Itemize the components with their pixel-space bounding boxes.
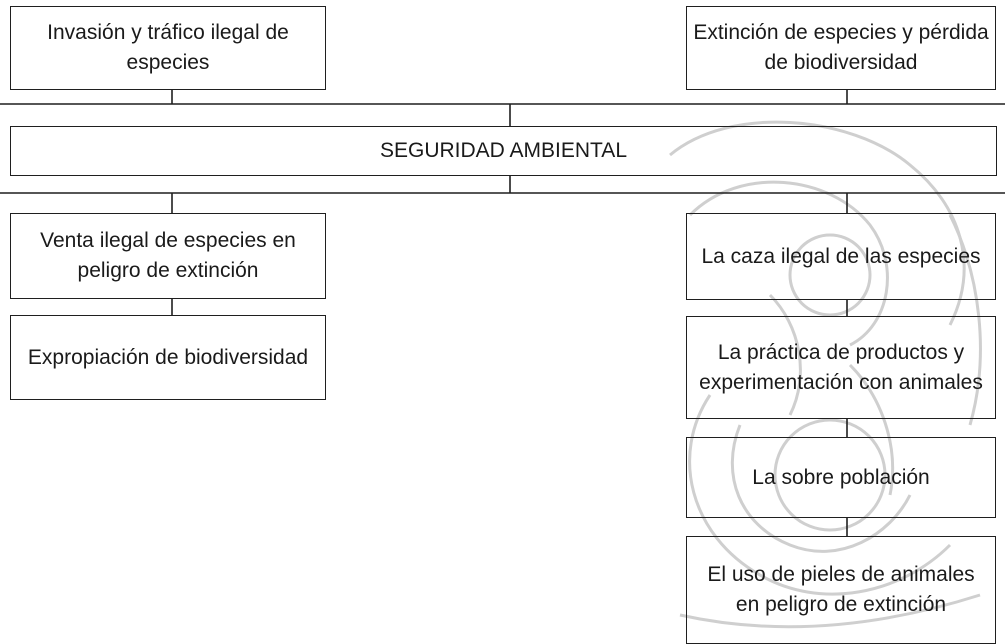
node-center-label: SEGURIDAD AMBIENTAL [380,139,627,162]
node-right-4: El uso de pieles de animales en peligro … [686,536,996,644]
node-top-left: Invasión y tráfico ilegal de especies [10,6,326,90]
node-top-right: Extinción de especies y pérdida de biodi… [686,6,996,90]
node-center: SEGURIDAD AMBIENTAL [10,126,997,176]
node-right-1-label: La caza ilegal de las especies [701,244,981,268]
node-left-2-label: Expropiación de biodiversidad [27,345,309,369]
node-right-1: La caza ilegal de las especies [686,213,996,300]
node-top-right-label: Extinción de especies y pérdida de biodi… [693,21,989,74]
node-right-4-label: El uso de pieles de animales en peligro … [707,563,975,616]
node-left-2: Expropiación de biodiversidad [10,315,326,400]
node-left-1: Venta ilegal de especies en peligro de e… [10,213,326,299]
node-top-left-label: Invasión y tráfico ilegal de especies [47,21,289,74]
node-left-1-label: Venta ilegal de especies en peligro de e… [40,229,296,282]
node-right-3: La sobre población [686,437,996,518]
node-right-3-label: La sobre población [752,465,930,489]
node-right-2: La práctica de productos y experimentaci… [686,316,996,419]
node-right-2-label: La práctica de productos y experimentaci… [699,340,983,394]
